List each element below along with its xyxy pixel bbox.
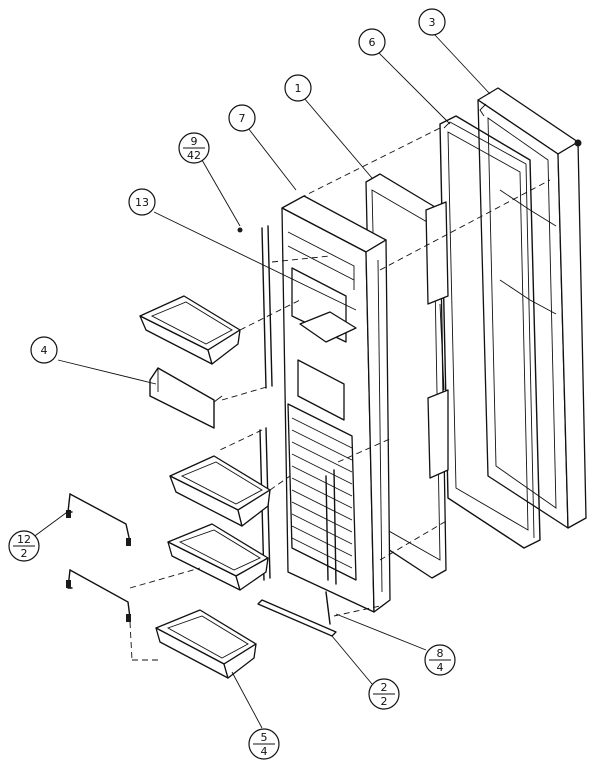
- callout-4: 4: [30, 336, 58, 364]
- callout-13-number: 13: [135, 196, 149, 209]
- screw: [237, 227, 243, 233]
- callout-5-4-numerator: 5: [261, 731, 268, 744]
- door-gasket: [439, 115, 541, 549]
- callout-9-42: 9 42: [178, 132, 210, 164]
- callout-2-2-numerator: 2: [381, 681, 388, 694]
- door-bin-middle: [169, 455, 271, 527]
- callout-4-number: 4: [41, 344, 48, 357]
- callout-5-4: 5 4: [248, 728, 280, 760]
- callout-6: 6: [358, 28, 386, 56]
- callout-8-4-numerator: 8: [437, 647, 444, 660]
- callout-9-42-numerator: 9: [191, 135, 198, 148]
- callout-13: 13: [128, 188, 156, 216]
- callout-8-4: 8 4: [424, 644, 456, 676]
- leader-lines: [31, 33, 491, 729]
- wire-retainer-lower: [66, 569, 131, 622]
- dispenser-panel: [281, 195, 391, 613]
- callout-8-4-denominator: 4: [437, 661, 444, 674]
- vertical-trim-strip: [325, 591, 331, 625]
- callout-7: 7: [228, 104, 256, 132]
- callout-2-2: 2 2: [368, 678, 400, 710]
- callout-12-2: 12 2: [8, 530, 40, 562]
- liner-ribs: [291, 417, 353, 569]
- assembly-lines: [129, 127, 551, 661]
- bottom-trim-strip: [257, 599, 337, 637]
- door-bin-lower: [167, 523, 269, 591]
- callout-3-number: 3: [429, 16, 436, 29]
- door-bin-bottom: [155, 609, 257, 679]
- side-rail-upper: [261, 225, 273, 389]
- callout-12-2-numerator: 12: [17, 533, 31, 546]
- bin-retainer-bar: [149, 367, 223, 429]
- callout-3: 3: [418, 8, 446, 36]
- callout-2-2-denominator: 2: [381, 695, 388, 708]
- callout-6-number: 6: [369, 36, 376, 49]
- callout-9-42-denominator: 42: [187, 149, 201, 162]
- callout-7-number: 7: [239, 112, 246, 125]
- callout-1-number: 1: [295, 82, 302, 95]
- callout-12-2-denominator: 2: [21, 547, 28, 560]
- door-bin-upper: [139, 295, 241, 365]
- callout-5-4-denominator: 4: [261, 745, 268, 758]
- wire-retainer-upper: [66, 493, 131, 546]
- callout-1: 1: [284, 74, 312, 102]
